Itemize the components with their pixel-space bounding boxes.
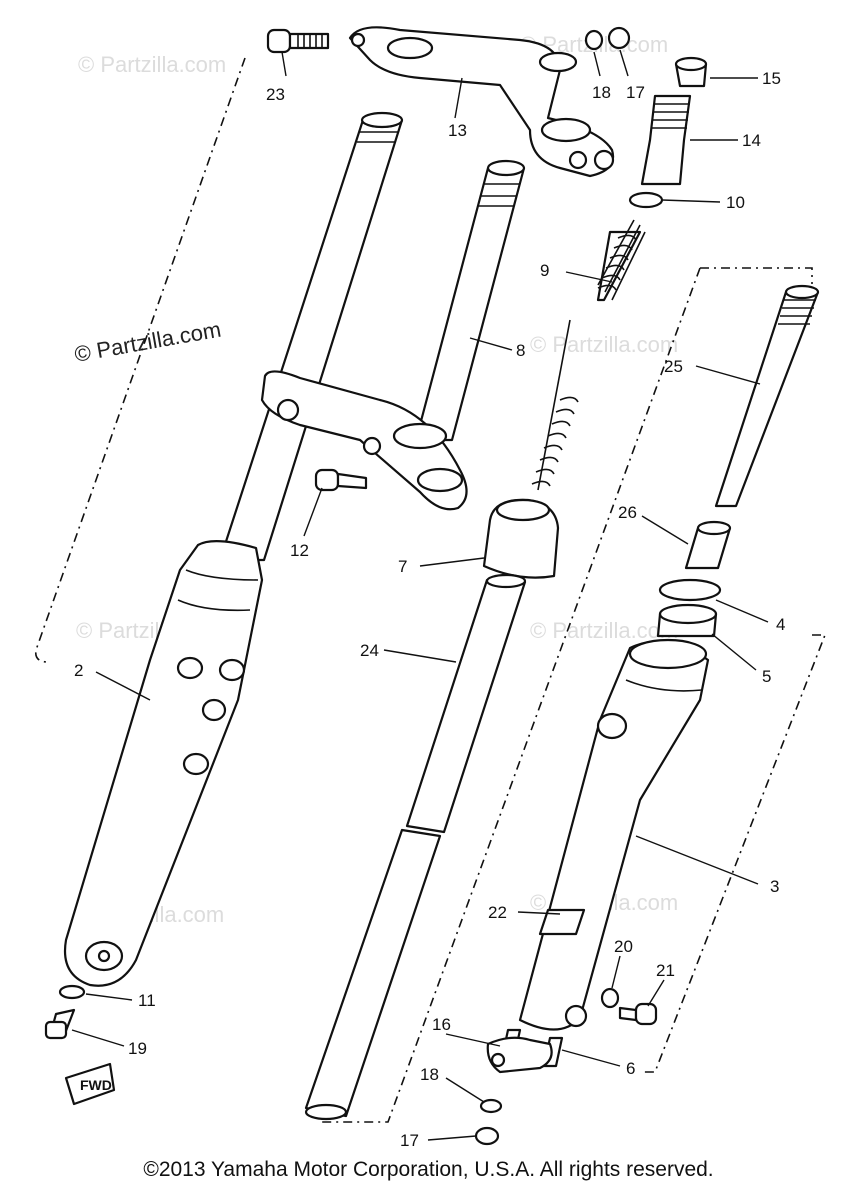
tube-24 <box>304 573 527 1121</box>
bushing-26 <box>684 520 732 570</box>
leader-21 <box>647 979 665 1007</box>
leader-26 <box>641 515 689 545</box>
callout-8: 8 <box>516 341 525 360</box>
callout-11: 11 <box>138 991 156 1010</box>
callout-3: 3 <box>770 877 779 896</box>
callout-7: 7 <box>398 557 407 576</box>
fwd-mark: FWD <box>64 1062 116 1106</box>
rod-25 <box>714 284 820 508</box>
leader-23 <box>281 51 287 77</box>
leader-20 <box>611 955 621 989</box>
leader-8 <box>469 337 513 351</box>
leader-16 <box>445 1033 501 1047</box>
inner-tube-8 <box>414 159 526 442</box>
callout-26: 26 <box>618 503 637 522</box>
assembly-outline-right-bottom <box>640 634 827 1073</box>
leader-6 <box>561 1049 621 1067</box>
callout-21: 21 <box>656 961 675 980</box>
leader-2 <box>95 671 151 701</box>
leader-3 <box>635 835 759 885</box>
callout-20: 20 <box>614 937 633 956</box>
leader-18a <box>593 51 601 77</box>
bolt-21 <box>618 1002 658 1026</box>
bolt-23 <box>266 28 330 54</box>
upper-bracket <box>348 26 615 178</box>
outer-tube-2 <box>63 540 264 987</box>
dust-seal-7 <box>482 498 560 579</box>
leader-9 <box>565 271 613 283</box>
washer-20 <box>600 987 620 1009</box>
assembly-outline-left <box>34 57 246 663</box>
callout-22: 22 <box>488 903 507 922</box>
leader-12 <box>303 487 323 537</box>
leader-7 <box>419 557 485 567</box>
washer-11 <box>58 984 86 1000</box>
leader-17a <box>619 49 629 77</box>
washer-18-top <box>584 29 604 51</box>
circlip-4 <box>658 578 722 602</box>
nut-17-top <box>607 26 631 50</box>
callout-25: 25 <box>664 357 683 376</box>
leader-19 <box>71 1029 125 1047</box>
assembly-outline-right-top <box>700 267 813 284</box>
watermark: © Partzilla.com <box>78 52 226 77</box>
axle-cap-16 <box>486 1036 553 1074</box>
leader-17b <box>427 1135 477 1141</box>
bolt-19 <box>44 1008 76 1040</box>
fwd-label: FWD <box>80 1077 112 1093</box>
spring-lower <box>531 319 579 491</box>
callout-24: 24 <box>360 641 379 660</box>
callout-2: 2 <box>74 661 83 680</box>
callout-12: 12 <box>290 541 309 560</box>
leader-13 <box>454 77 463 119</box>
callout-6: 6 <box>626 1059 635 1078</box>
callout-5: 5 <box>762 667 771 686</box>
callout-17-bottom: 17 <box>400 1131 419 1150</box>
assembly-outline-center <box>320 267 701 1123</box>
leader-5 <box>711 633 757 671</box>
cap-bolt-14 <box>640 94 692 186</box>
callout-23: 23 <box>266 85 285 104</box>
callout-15: 15 <box>762 69 781 88</box>
under-bracket <box>260 370 468 511</box>
callout-10: 10 <box>726 193 745 212</box>
callout-9: 9 <box>540 261 549 280</box>
callout-4: 4 <box>776 615 785 634</box>
leader-4 <box>715 599 769 623</box>
callout-17: 17 <box>626 83 645 102</box>
watermark: © Partzilla.com <box>73 317 223 367</box>
callout-19: 19 <box>128 1039 147 1058</box>
copyright-notice: ©2013 Yamaha Motor Corporation, U.S.A. A… <box>143 1158 714 1181</box>
spring-9 <box>596 219 646 302</box>
callout-13: 13 <box>448 121 467 140</box>
callout-16: 16 <box>432 1015 451 1034</box>
callout-14: 14 <box>742 131 761 150</box>
watermark: © Partzilla.com <box>530 618 678 643</box>
watermark: © Partzilla.com <box>530 332 678 357</box>
leader-18b <box>445 1077 485 1103</box>
oil-seal-5 <box>656 603 718 638</box>
leader-24 <box>383 649 457 663</box>
leader-22 <box>517 911 561 915</box>
leader-25 <box>695 365 761 385</box>
nut-17-bottom <box>474 1126 500 1146</box>
callout-18-bottom: 18 <box>420 1065 439 1084</box>
outer-tube-3 <box>518 638 710 1031</box>
callout-18: 18 <box>592 83 611 102</box>
leader-10 <box>661 199 721 203</box>
washer-10 <box>628 191 664 209</box>
inner-tube-left <box>218 111 404 562</box>
cap-15 <box>674 56 708 88</box>
washer-18-bottom <box>479 1098 503 1114</box>
bolt-12 <box>314 468 368 492</box>
leader-11 <box>85 993 133 1001</box>
